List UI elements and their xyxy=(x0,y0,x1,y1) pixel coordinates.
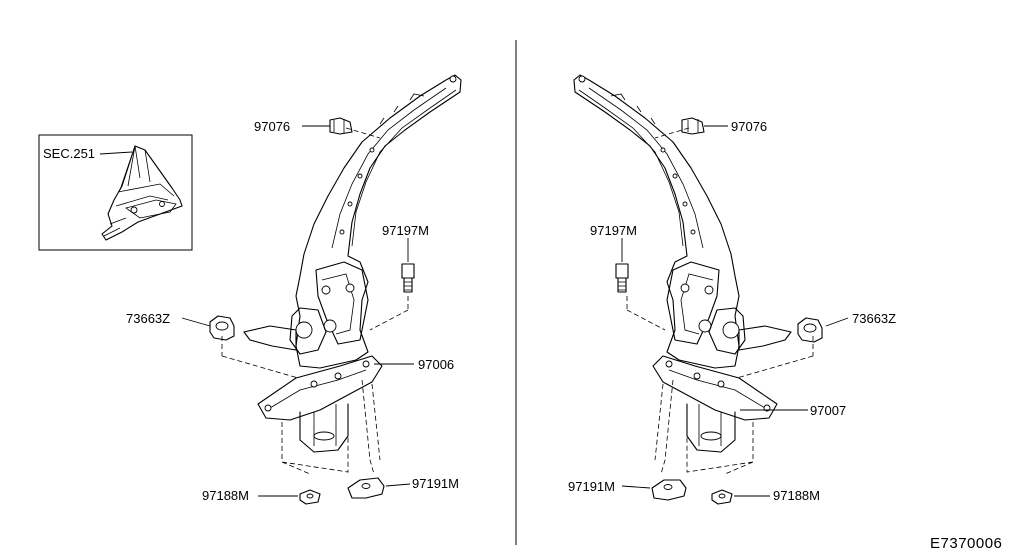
right-washer-97188M xyxy=(711,489,733,505)
right-pad-label: 97191M xyxy=(568,479,615,494)
right-hinge-base xyxy=(652,355,778,421)
left-hinge-base xyxy=(257,355,383,421)
left-nut-73663Z xyxy=(209,315,235,341)
right-pad-97191M xyxy=(651,479,687,501)
left-washer-97188M xyxy=(299,489,321,505)
left-stud-label: 97197M xyxy=(382,223,429,238)
left-hinge-upper-arm xyxy=(295,74,462,369)
right-nut-label: 73663Z xyxy=(852,311,896,326)
left-clip-label: 97076 xyxy=(254,119,290,134)
right-clip-97076 xyxy=(681,117,705,135)
left-stud-97197M xyxy=(401,263,415,293)
left-hinge-label: 97006 xyxy=(418,357,454,372)
inset-section-view: SEC.251 xyxy=(38,134,193,251)
right-hinge-assembly xyxy=(573,74,814,475)
left-nut-label: 73663Z xyxy=(126,311,170,326)
right-clip-label: 97076 xyxy=(731,119,767,134)
left-pad-97191M xyxy=(347,477,385,499)
diagram-code: E7370006 xyxy=(930,535,1002,552)
left-washer-label: 97188M xyxy=(202,488,249,503)
right-stud-97197M xyxy=(615,263,629,293)
inset-vehicle-sketch xyxy=(101,145,183,241)
right-nut-73663Z xyxy=(797,317,823,343)
left-hinge-assembly xyxy=(221,74,462,475)
left-pad-label: 97191M xyxy=(412,476,459,491)
inset-section-ref: SEC.251 xyxy=(43,146,95,161)
right-stud-label: 97197M xyxy=(590,223,637,238)
right-hinge-label: 97007 xyxy=(810,403,846,418)
left-clip-97076 xyxy=(329,117,353,135)
right-hinge-upper-arm xyxy=(573,74,740,369)
right-washer-label: 97188M xyxy=(773,488,820,503)
